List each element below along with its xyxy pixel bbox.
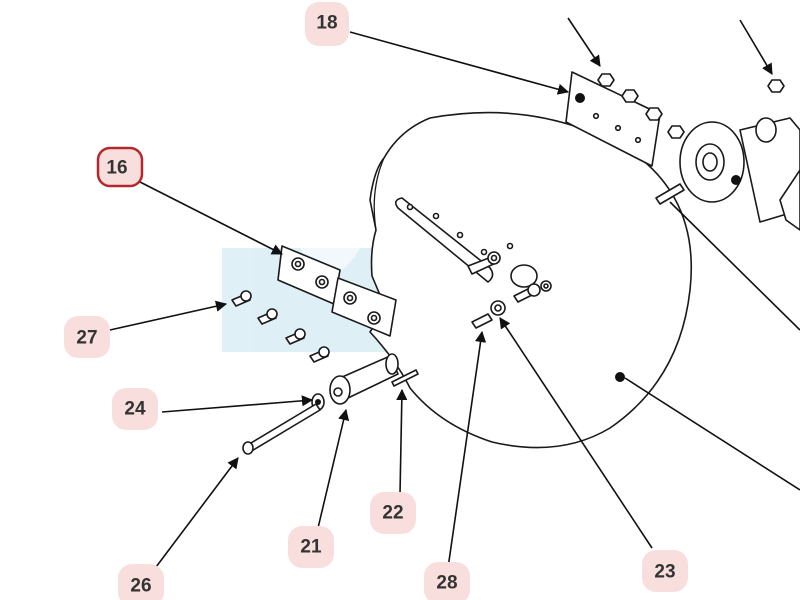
- svg-text:21: 21: [300, 537, 322, 558]
- leader-lines: [109, 17, 800, 576]
- callout-24[interactable]: 24: [112, 388, 158, 430]
- callout-26[interactable]: 26: [118, 564, 164, 600]
- svg-text:28: 28: [436, 573, 457, 594]
- callout-21[interactable]: 21: [288, 526, 334, 568]
- callout-16[interactable]: 16: [96, 146, 144, 188]
- bolts-27: [231, 290, 330, 363]
- svg-text:16: 16: [106, 158, 127, 179]
- svg-text:22: 22: [382, 503, 403, 524]
- hub-assembly: [679, 79, 800, 231]
- svg-text:24: 24: [124, 399, 146, 420]
- callout-18[interactable]: 18: [305, 2, 349, 46]
- disc-plate: [369, 111, 693, 449]
- svg-text:18: 18: [316, 13, 337, 34]
- callout-27[interactable]: 27: [64, 316, 110, 358]
- knife-plates: [277, 245, 397, 337]
- svg-text:26: 26: [130, 576, 151, 597]
- clamp-plate-top: [565, 71, 685, 167]
- callout-28[interactable]: 28: [424, 562, 470, 600]
- svg-text:27: 27: [76, 328, 97, 349]
- svg-text:23: 23: [654, 562, 675, 583]
- callout-22[interactable]: 22: [370, 492, 416, 534]
- shaft-assembly: [242, 353, 419, 455]
- callout-23[interactable]: 23: [642, 550, 688, 592]
- hub-key: [655, 183, 685, 205]
